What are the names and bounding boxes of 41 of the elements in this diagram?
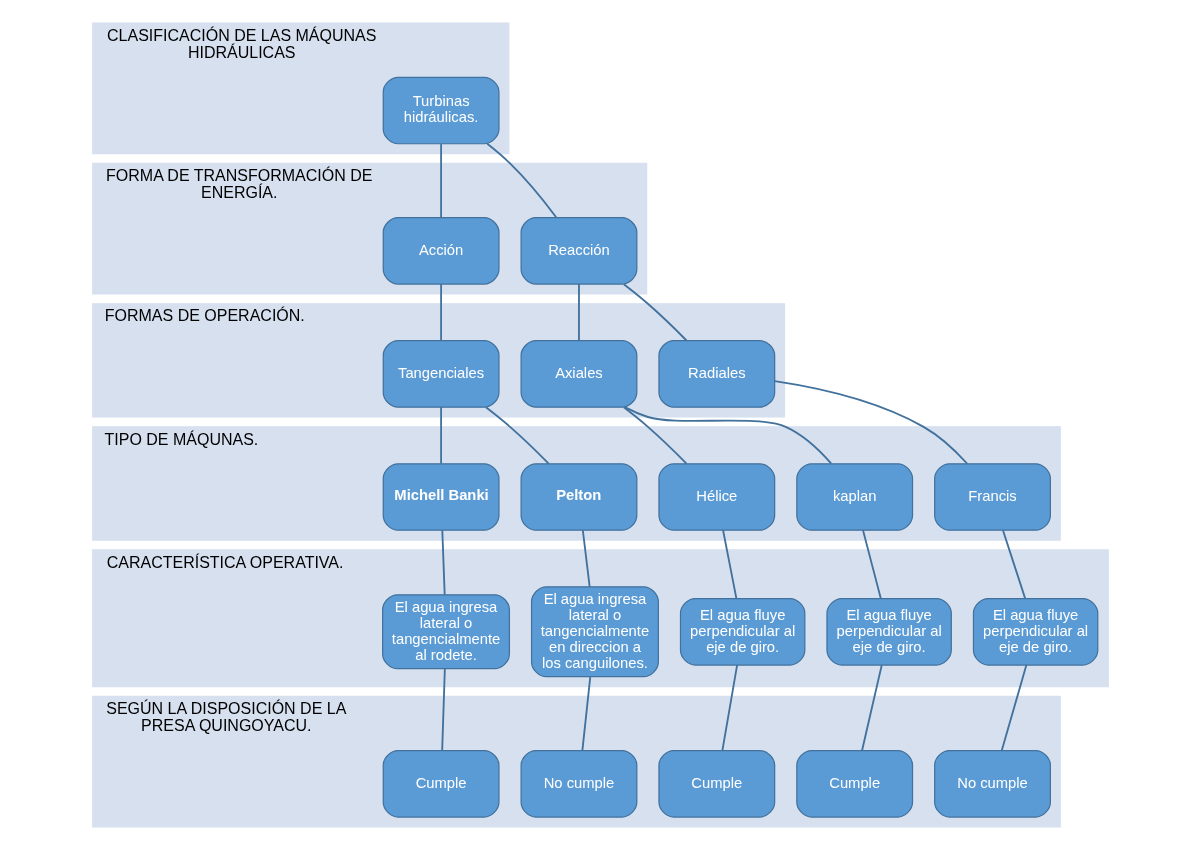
node-box: Turbinas hidráulicas. — [382, 76, 500, 145]
node-box: El agua ingresa lateral o tangencialmente en direccion a los canguilones. — [530, 586, 659, 678]
node-box: El agua fluye perpendicular al eje de giro. — [679, 597, 805, 666]
connector — [581, 529, 591, 588]
connector — [577, 283, 580, 342]
node-box: Reacción — [520, 217, 637, 285]
connector — [485, 142, 557, 219]
connector — [720, 664, 738, 752]
node-box: kaplan — [795, 463, 913, 531]
node-box: Axiales — [520, 340, 637, 408]
node-box: Hélice — [657, 463, 775, 531]
connector — [622, 283, 687, 342]
connector — [861, 529, 882, 600]
connector — [439, 143, 442, 219]
connector — [721, 529, 737, 600]
node-box: Tangenciales — [382, 340, 500, 408]
connector — [439, 406, 442, 465]
node-box: Radiales — [657, 340, 775, 408]
connector — [622, 406, 687, 465]
connector — [440, 667, 446, 751]
node-box: Cumple — [657, 749, 775, 818]
connector — [440, 529, 446, 596]
node-box: Cumple — [382, 749, 500, 818]
node-box: Pelton — [520, 463, 637, 531]
node-box: El agua fluye perpendicular al eje de giro. — [972, 597, 1098, 666]
connector — [1000, 664, 1027, 752]
node-box: Michell Banki — [382, 463, 500, 531]
node-box: Francis — [933, 463, 1051, 531]
node-box: Cumple — [795, 749, 913, 818]
connector — [860, 664, 883, 752]
node-box: El agua ingresa lateral o tangencialmente al rodete. — [381, 594, 510, 670]
connector — [623, 406, 832, 465]
node-box: El agua fluye perpendicular al eje de giro. — [825, 597, 952, 666]
node-box: No cumple — [933, 749, 1051, 818]
connector — [1001, 529, 1026, 600]
connector — [484, 406, 550, 465]
connector — [773, 380, 968, 465]
node-box: Acción — [382, 217, 500, 285]
connector — [581, 676, 591, 752]
node-box: No cumple — [520, 749, 637, 818]
connector — [439, 283, 442, 342]
